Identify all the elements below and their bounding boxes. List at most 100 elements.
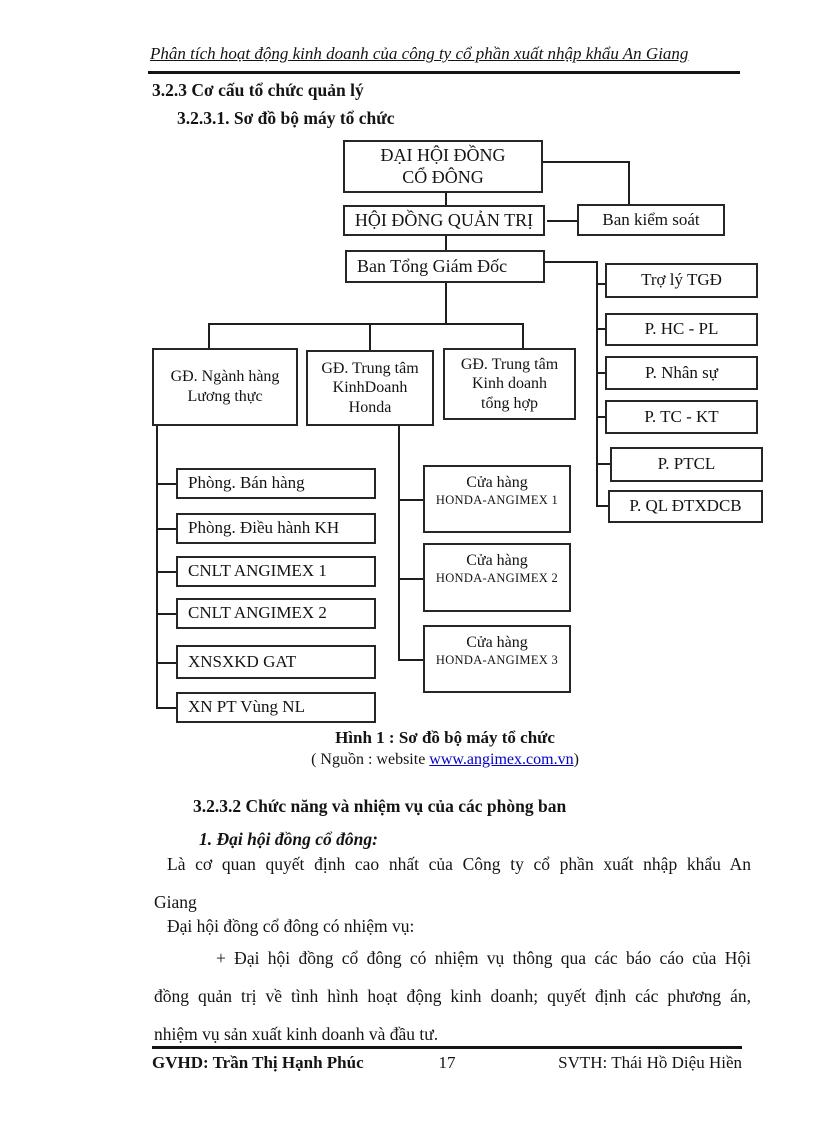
connector-line: [398, 499, 423, 501]
connector-line: [596, 463, 610, 465]
org-box-phong-dieu-hanh-kh: Phòng. Điều hành KH: [176, 513, 376, 544]
paragraph-line: đồng quản trị về tình hình hoạt động kin…: [154, 986, 751, 1006]
paragraph-1: Là cơ quan quyết định cao nhất của Công …: [154, 845, 751, 921]
section-heading-3232: 3.2.3.2 Chức năng và nhiệm vụ của các ph…: [193, 796, 567, 816]
org-box-label: Cửa hàng: [466, 634, 528, 651]
page-number: 17: [438, 1053, 456, 1072]
org-box-p-nhan-su: P. Nhân sự: [605, 356, 758, 390]
paragraph-line: Đại hội đồng cổ đông có nhiệm vụ:: [167, 916, 415, 936]
connector-line: [156, 707, 176, 709]
org-box-p-hc-pl: P. HC - PL: [605, 313, 758, 346]
figure-caption: Hình 1 : Sơ đồ bộ máy tổ chức: [335, 728, 555, 747]
footer-rule: [152, 1046, 742, 1049]
connector-line: [208, 323, 524, 325]
org-box-cua-hang-honda-angimex-1: Cửa hàng HONDA-ANGIMEX 1: [423, 465, 571, 533]
subsection-heading-3231: 3.2.3.1. Sơ đồ bộ máy tổ chức: [177, 108, 395, 128]
connector-line: [156, 528, 176, 530]
connector-line: [596, 372, 605, 374]
org-box-xn-pt-vung-nl: XN PT Vùng NL: [176, 692, 376, 723]
connector-line: [543, 161, 630, 163]
paragraph-3: + Đại hội đồng cổ đông có nhiệm vụ thông…: [154, 939, 751, 1053]
org-box-label: Cửa hàng: [466, 552, 528, 569]
footer-student: SVTH: Thái Hồ Diệu Hiền: [558, 1053, 742, 1072]
org-box-p-tc-kt: P. TC - KT: [605, 400, 758, 434]
connector-line: [398, 659, 423, 661]
org-box-gd-trung-tam-kinhdoanh-honda: GĐ. Trung tâm KinhDoanh Honda: [306, 350, 434, 426]
page-footer: GVHD: Trần Thị Hạnh Phúc 17 SVTH: Thái H…: [152, 1053, 742, 1073]
org-box-label: HONDA-ANGIMEX 3: [435, 652, 559, 667]
org-box-label: Ban kiểm soát: [602, 209, 700, 229]
org-box-p-ptcl: P. PTCL: [610, 447, 763, 482]
connector-line: [369, 323, 371, 350]
connector-line: [596, 328, 605, 330]
org-box-gd-nganh-hang-luong-thuc: GĐ. Ngành hàng Lương thực: [152, 348, 298, 426]
connector-line: [596, 283, 605, 285]
org-box-cnlt-angimex-2: CNLT ANGIMEX 2: [176, 598, 376, 629]
org-box-label: KinhDoanh: [332, 379, 408, 397]
running-header-title: Phân tích hoạt động kinh doanh của công …: [150, 44, 689, 63]
org-box-ban-tong-giam-doc: Ban Tổng Giám Đốc: [345, 250, 545, 283]
header-rule: [148, 71, 740, 74]
org-box-label: P. HC - PL: [644, 319, 719, 339]
org-box-label: HONDA-ANGIMEX 1: [435, 492, 559, 507]
org-box-label: CNLT ANGIMEX 2: [188, 603, 327, 623]
connector-line: [156, 483, 176, 485]
org-box-phong-ban-hang: Phòng. Bán hàng: [176, 468, 376, 499]
org-box-gd-trung-tam-kinh-doanh-tong-hop: GĐ. Trung tâm Kinh doanh tổng hợp: [443, 348, 576, 420]
paragraph-line: Là cơ quan quyết định cao nhất của Công …: [167, 854, 751, 874]
org-box-label: GĐ. Trung tâm: [460, 355, 559, 373]
paragraph-line: nhiệm vụ sản xuất kinh doanh và đầu tư.: [154, 1024, 439, 1044]
connector-line: [398, 578, 423, 580]
connector-line: [156, 571, 176, 573]
org-box-label: GĐ. Ngành hàng: [170, 368, 280, 386]
source-suffix: ): [573, 751, 579, 768]
connector-line: [208, 323, 210, 348]
org-box-label: Ban Tổng Giám Đốc: [357, 255, 508, 276]
connector-line: [628, 161, 630, 204]
org-box-label: Phòng. Bán hàng: [188, 473, 305, 493]
connector-line: [156, 613, 176, 615]
org-box-label: HỘI ĐỒNG QUẢN TRỊ: [354, 209, 534, 230]
org-box-ban-kiem-soat: Ban kiểm soát: [577, 204, 725, 236]
paragraph-line: + Đại hội đồng cổ đông có nhiệm vụ thông…: [216, 948, 751, 968]
connector-line: [596, 261, 598, 507]
footer-advisor: GVHD: Trần Thị Hạnh Phúc: [152, 1053, 364, 1072]
connector-line: [596, 505, 608, 507]
org-box-label: CNLT ANGIMEX 1: [188, 561, 327, 581]
org-box-dai-hoi-dong-co-dong: ĐẠI HỘI ĐỒNG CỔ ĐÔNG: [343, 140, 543, 193]
source-prefix: ( Nguồn : website: [311, 751, 430, 768]
org-box-p-ql-dtxdcb: P. QL ĐTXDCB: [608, 490, 763, 523]
org-box-cua-hang-honda-angimex-2: Cửa hàng HONDA-ANGIMEX 2: [423, 543, 571, 612]
org-box-label: XNSXKD GAT: [188, 651, 297, 671]
connector-line: [445, 283, 447, 323]
connector-line: [156, 662, 176, 664]
connector-line: [445, 193, 447, 205]
org-box-hoi-dong-quan-tri: HỘI ĐỒNG QUẢN TRỊ: [343, 205, 545, 236]
org-box-label: CỔ ĐÔNG: [402, 166, 484, 187]
org-box-label: XN PT Vùng NL: [188, 697, 305, 717]
org-box-label: Kinh doanh: [471, 375, 548, 393]
org-box-label: Lương thực: [187, 388, 263, 405]
org-box-label: HONDA-ANGIMEX 2: [435, 570, 559, 585]
source-link[interactable]: www.angimex.com.vn: [429, 751, 574, 768]
connector-line: [398, 426, 400, 661]
connector-line: [156, 426, 158, 709]
org-box-label: P. QL ĐTXDCB: [629, 496, 742, 516]
connector-line: [522, 323, 524, 348]
org-box-label: P. TC - KT: [644, 406, 719, 426]
paragraph-line: Giang: [154, 892, 197, 912]
section-heading-323: 3.2.3 Cơ cấu tổ chức quản lý: [152, 80, 364, 100]
org-box-label: Cửa hàng: [466, 474, 528, 491]
org-box-label: Phòng. Điều hành KH: [188, 518, 340, 538]
figure-source: ( Nguồn : website www.angimex.com.vn): [85, 751, 805, 769]
org-box-label: P. PTCL: [657, 454, 716, 474]
org-box-label: Honda: [348, 398, 392, 416]
org-box-label: ĐẠI HỘI ĐỒNG: [380, 144, 506, 165]
org-box-label: GĐ. Trung tâm: [321, 359, 419, 377]
org-box-label: Trợ lý TGĐ: [641, 270, 722, 290]
org-box-tro-ly-tgd: Trợ lý TGĐ: [605, 263, 758, 298]
paragraph-2: Đại hội đồng cổ đông có nhiệm vụ:: [154, 907, 751, 945]
list-item-heading-1: 1. Đại hội đồng cổ đông:: [199, 829, 378, 849]
connector-line: [445, 236, 447, 250]
